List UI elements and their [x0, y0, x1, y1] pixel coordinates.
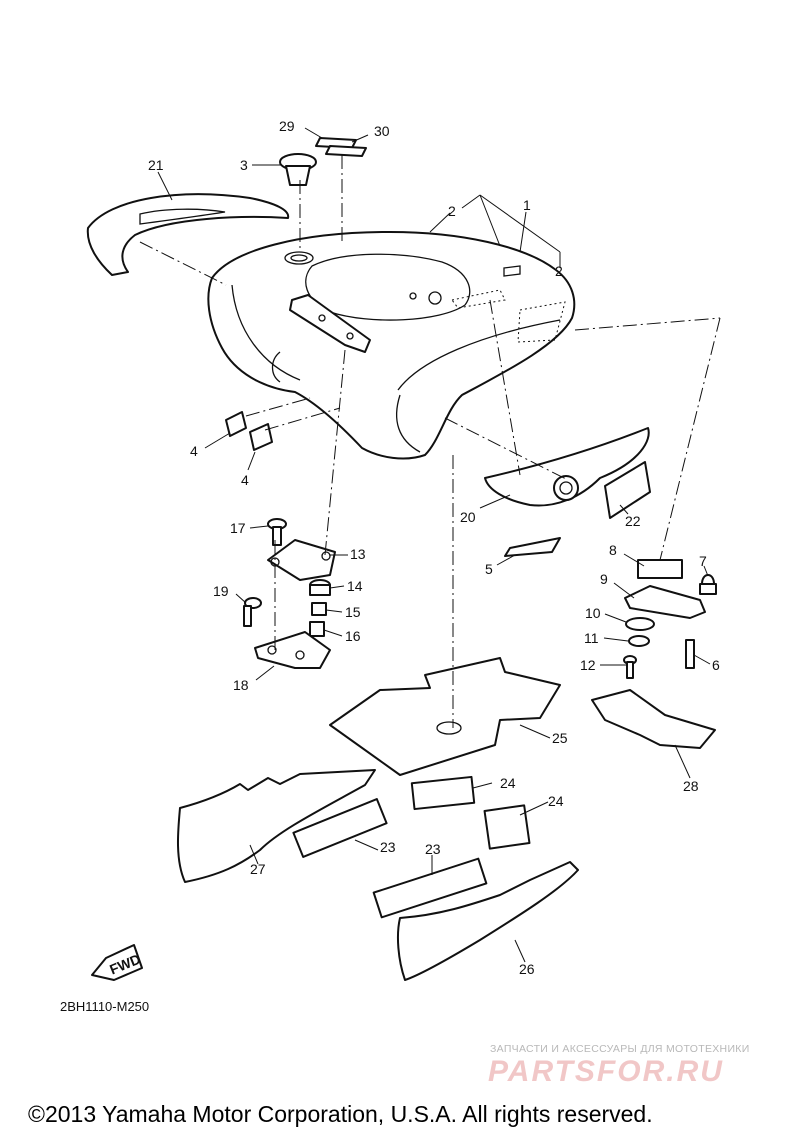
callout-27: 27	[250, 861, 266, 877]
cover-27	[176, 769, 376, 883]
callout-13: 13	[350, 546, 366, 562]
callout-8: 8	[609, 542, 617, 558]
pad-24a	[410, 775, 476, 811]
callout-16: 16	[345, 628, 361, 644]
callout-23a: 23	[380, 839, 396, 855]
callout-11: 11	[584, 630, 599, 646]
callout-9: 9	[600, 571, 608, 587]
callout-14: 14	[347, 578, 363, 594]
pad-23b	[372, 857, 488, 919]
damper-8	[637, 559, 683, 579]
callout-30: 30	[374, 123, 390, 139]
callout-4a: 4	[190, 443, 198, 459]
callout-18: 18	[233, 677, 249, 693]
leader-lines	[157, 127, 711, 963]
graphic-5	[504, 537, 561, 557]
callout-15: 15	[345, 604, 361, 620]
fuel-tank	[207, 231, 576, 460]
collar-11	[628, 635, 650, 647]
pad-23a	[292, 798, 388, 858]
caution-labels	[315, 137, 367, 157]
callout-7: 7	[699, 553, 707, 569]
callout-3: 3	[240, 157, 248, 173]
callout-19: 19	[213, 583, 229, 599]
tank-side-cover	[86, 193, 290, 276]
graphic-22	[604, 461, 651, 519]
watermark-logo: PARTSFOR.RU	[488, 1055, 724, 1088]
alignment-lines	[139, 155, 721, 728]
tank-cover-25-hole	[436, 721, 462, 735]
callout-5: 5	[485, 561, 493, 577]
callout-numbers: 29 30 21 3 2 1 2 4 4 20 22 5 17 13 14 19…	[148, 118, 720, 977]
watermark-tagline: ЗАПЧАСТИ И АКСЕССУАРЫ ДЛЯ МОТОТЕХНИКИ	[490, 1043, 750, 1055]
callout-2a: 2	[448, 203, 456, 219]
callout-2b: 2	[555, 263, 563, 279]
callout-23b: 23	[425, 841, 441, 857]
callout-22: 22	[625, 513, 641, 529]
callout-17: 17	[230, 520, 246, 536]
fwd-direction-arrow: FWD	[91, 944, 143, 981]
washer-10	[625, 617, 655, 631]
nut-16	[309, 621, 325, 637]
callout-20: 20	[460, 509, 476, 525]
callout-28: 28	[683, 778, 699, 794]
bolt-17	[267, 518, 287, 546]
bolt-19	[243, 597, 262, 627]
callout-10: 10	[585, 605, 601, 621]
nut-7	[699, 574, 717, 595]
fuel-cap	[279, 153, 317, 186]
damper-14	[309, 579, 331, 596]
tank-cover-25	[329, 657, 561, 776]
diagram-code: 2BH1110-M250	[60, 999, 150, 1014]
collar-15	[311, 602, 327, 616]
callout-12: 12	[580, 657, 596, 673]
damper-pads	[225, 411, 273, 451]
callout-4b: 4	[241, 472, 249, 488]
callout-24b: 24	[548, 793, 564, 809]
tank-emblem	[484, 427, 650, 507]
callout-21: 21	[148, 157, 164, 173]
bolt-12	[623, 655, 637, 679]
tank-bracket	[289, 294, 371, 353]
callout-26: 26	[519, 961, 535, 977]
bracket-9	[624, 585, 706, 619]
callout-25: 25	[552, 730, 568, 746]
stay-28	[591, 689, 716, 749]
front-bracket-lower	[254, 631, 331, 669]
callout-29: 29	[279, 118, 295, 134]
callout-24a: 24	[500, 775, 516, 791]
front-bracket-upper	[267, 539, 336, 581]
copyright-notice: ©2013 Yamaha Motor Corporation, U.S.A. A…	[28, 1101, 653, 1127]
callout-1: 1	[523, 197, 531, 213]
pad-24b	[483, 804, 531, 850]
stud-bolt-6	[685, 639, 695, 669]
cover-26	[396, 861, 579, 981]
callout-6: 6	[712, 657, 720, 673]
